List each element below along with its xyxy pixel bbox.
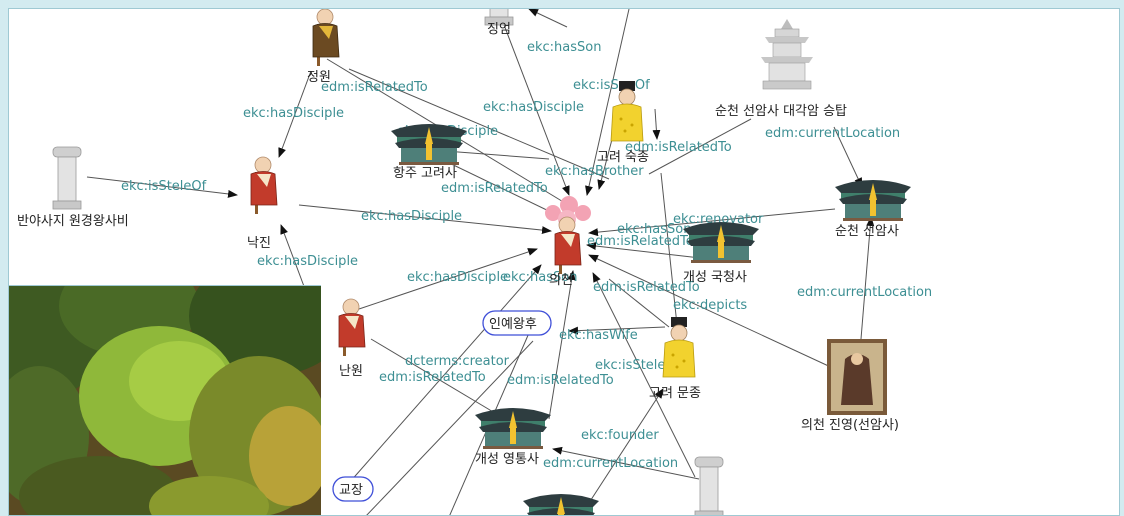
stele-icon xyxy=(694,456,724,515)
node-portrait[interactable]: 의천 진영(선암사) xyxy=(801,339,899,433)
node-banya[interactable]: 반야사지 원경왕사비 xyxy=(17,146,129,229)
node-hangju[interactable]: 항주 고려사 xyxy=(391,124,467,181)
edge-label: edm:isRelatedTo xyxy=(321,80,428,95)
stele-icon xyxy=(52,146,82,210)
edge-label: edm:isRelatedTo xyxy=(441,181,548,196)
edge-label: ekc:hasDisciple xyxy=(407,270,508,285)
node-temple-bottom[interactable] xyxy=(523,494,599,516)
edge-label: ekc:hasWife xyxy=(559,328,638,343)
node-label: 순천 선암사 대각암 승탑 xyxy=(715,104,847,119)
edge-label: ekc:hasDisciple xyxy=(361,209,462,224)
node-label: 교장 xyxy=(339,483,363,498)
edge-label: edm:currentLocation xyxy=(543,456,678,471)
photo-overlay xyxy=(9,285,321,515)
edge-label: ekc:hasDisciple xyxy=(257,254,358,269)
node-label: 난원 xyxy=(339,364,363,379)
temple-icon xyxy=(523,494,599,515)
node-label: 인예왕후 xyxy=(489,317,537,332)
monk-icon xyxy=(338,298,366,357)
node-label: 의천 진영(선암사) xyxy=(801,418,899,433)
temple-icon xyxy=(391,124,467,165)
node-label: 개성 국청사 xyxy=(683,270,747,285)
monk-icon xyxy=(554,216,582,275)
node-label: 낙진 xyxy=(247,236,271,251)
edge-label: ekc:isSteleOf xyxy=(595,358,681,373)
edge-label: edm:isRelatedTo xyxy=(379,370,486,385)
node-gukcheongsa[interactable]: 개성 국청사 xyxy=(683,222,759,285)
node-goryeo-sukjong[interactable]: 고려 숙종 xyxy=(597,80,649,165)
node-label: 징엄 xyxy=(487,22,511,37)
node-uicheon[interactable]: 의천 xyxy=(545,196,591,288)
edge-label: ekc:hasDisciple xyxy=(243,106,344,121)
stupa-icon xyxy=(760,18,814,90)
monk-icon xyxy=(312,9,340,67)
node-inye[interactable]: 인예왕후 xyxy=(482,310,552,336)
edge-label: edm:isRelatedTo xyxy=(593,280,700,295)
edge-label: edm:isRelatedTo xyxy=(625,140,732,155)
edge-label: ekc:hasBrother xyxy=(545,164,644,179)
node-stele-bottom[interactable] xyxy=(694,456,724,516)
edge-label: edm:currentLocation xyxy=(765,126,900,141)
node-label: 반야사지 원경왕사비 xyxy=(17,214,129,229)
node-nakjin[interactable]: 낙진 xyxy=(247,156,278,251)
edge-label: edm:isRelatedTo xyxy=(507,373,614,388)
node-suncheon-tower[interactable]: 순천 선암사 대각암 승탑 xyxy=(715,18,847,119)
node-label: 고려 문종 xyxy=(649,386,701,401)
edge-label: ekc:founder xyxy=(581,428,659,443)
edge-label: ekc:hasSon xyxy=(503,270,577,285)
monk-icon xyxy=(250,156,278,215)
node-gyojang[interactable]: 교장 xyxy=(332,476,374,502)
node-jeongwon[interactable]: 정원 xyxy=(307,9,340,85)
node-label: 개성 영통사 xyxy=(475,452,539,467)
edge-labels: ekc:hasSon ekc:isSonOf edm:isRelatedTo e… xyxy=(121,40,932,471)
graph-canvas[interactable]: ekc:hasSon ekc:isSonOf edm:isRelatedTo e… xyxy=(8,8,1120,516)
node-label: 항주 고려사 xyxy=(393,166,457,181)
node-jing[interactable]: 징엄 xyxy=(484,9,514,37)
edge-label: ekc:renovator xyxy=(673,212,764,227)
temple-icon xyxy=(683,222,759,263)
edge-label: ekc:hasDisciple xyxy=(483,100,584,115)
node-label: 순천 선암사 xyxy=(835,224,899,239)
edge-label: ekc:hasSon xyxy=(527,40,601,55)
node-label: 정원 xyxy=(307,70,331,85)
edge-label: ekc:hasSon xyxy=(617,222,691,237)
edge-label: ekc:isSteleOf xyxy=(121,179,207,194)
edge-label: ekc:depicts xyxy=(673,298,747,313)
node-suncheon-seonam[interactable]: 순천 선암사 xyxy=(835,180,911,239)
temple-icon xyxy=(475,408,551,449)
node-label: 의천 xyxy=(549,273,573,288)
temple-icon xyxy=(835,180,911,221)
node-yeongtongsa[interactable]: 개성 영통사 xyxy=(475,408,551,467)
node-nanwon[interactable]: 난원 xyxy=(338,298,366,379)
edge-label: edm:currentLocation xyxy=(797,285,932,300)
portrait-icon xyxy=(827,339,887,415)
edge-label: edm:isRelatedTo xyxy=(587,234,694,249)
edge-label: ekc:isSonOf xyxy=(573,78,650,93)
forest-image xyxy=(9,286,321,515)
node-munjong[interactable]: 고려 문종 xyxy=(649,316,701,401)
node-label: 고려 숙종 xyxy=(597,150,649,165)
graph-svg[interactable]: ekc:hasSon ekc:isSonOf edm:isRelatedTo e… xyxy=(9,9,1120,516)
edge-label: dcterms:creator xyxy=(405,354,510,369)
